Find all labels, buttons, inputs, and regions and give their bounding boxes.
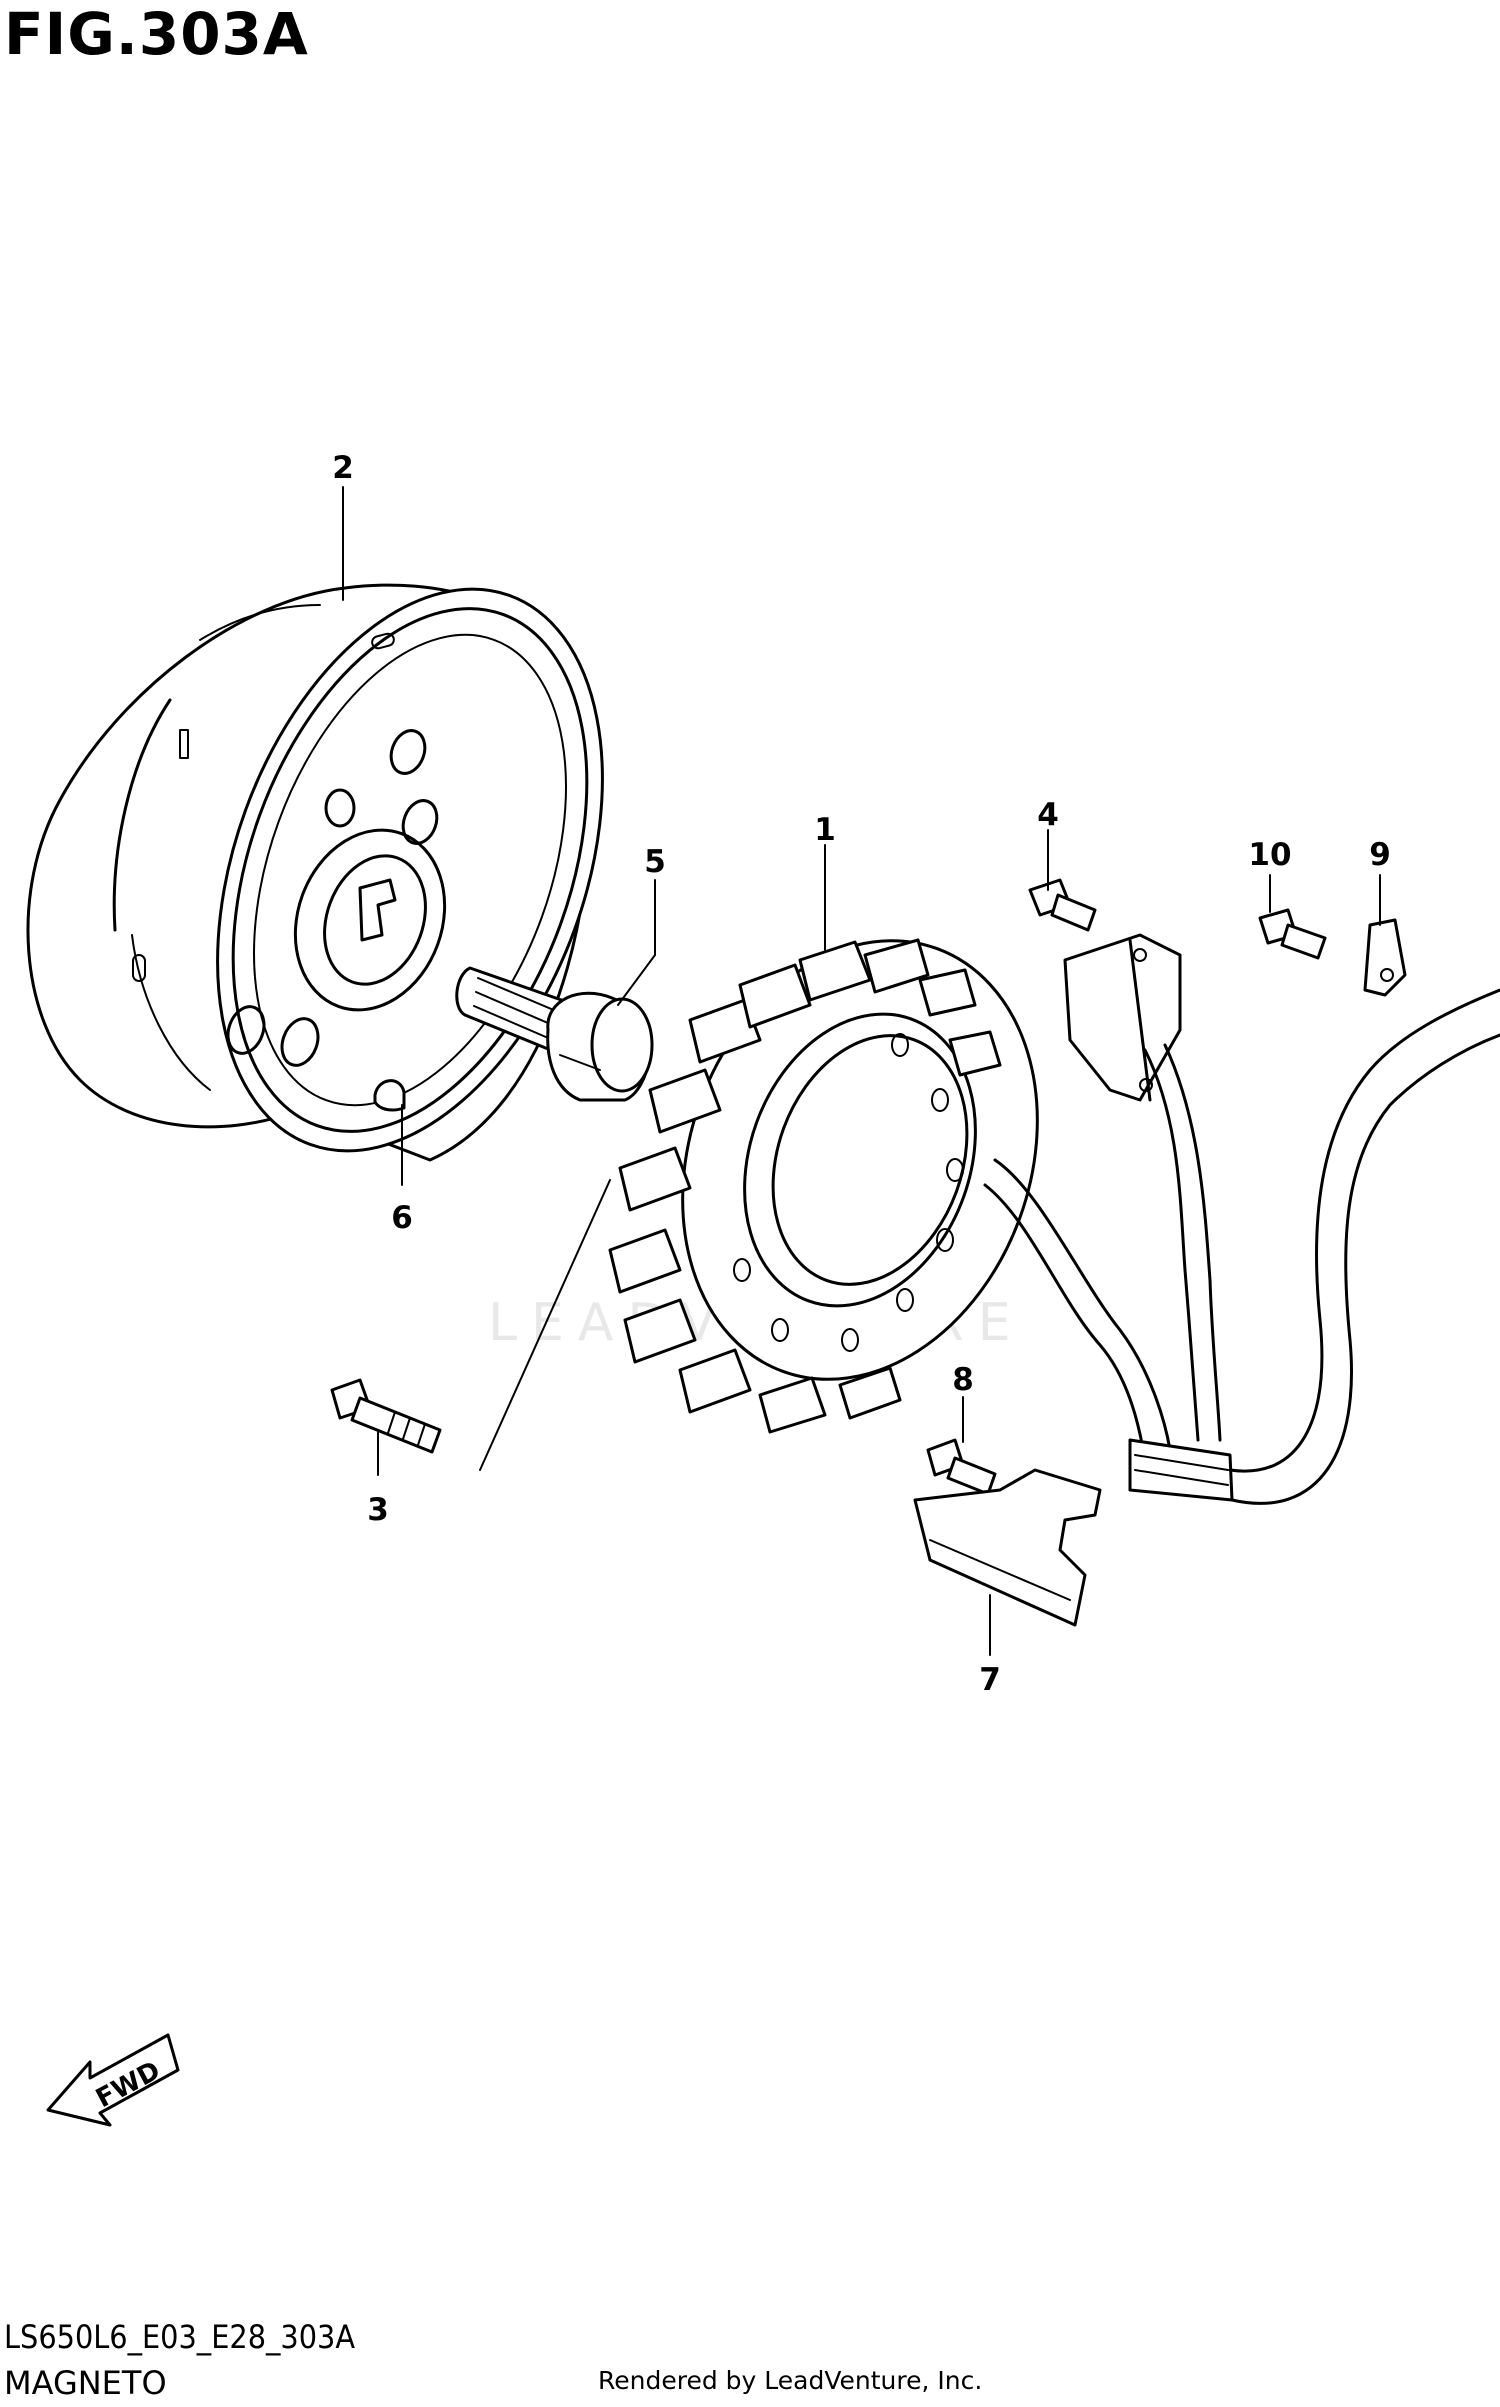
render-credit: Rendered by LeadVenture, Inc. — [598, 2366, 983, 2395]
stator-bolt[interactable] — [330, 1378, 442, 1454]
callout-1: 1 — [814, 812, 836, 848]
stator-assembly[interactable] — [608, 890, 1097, 1434]
rotor-flywheel[interactable] — [26, 536, 674, 1204]
clamp-bolt[interactable] — [1258, 908, 1327, 960]
cover-bolt[interactable] — [926, 1438, 997, 1496]
wire-clamp[interactable] — [1363, 918, 1407, 997]
callout-5: 5 — [644, 844, 666, 880]
leader-lines — [342, 486, 1381, 1656]
callout-10: 10 — [1248, 837, 1291, 873]
rotor-bolt[interactable] — [455, 966, 654, 1102]
wire-cover[interactable] — [913, 1468, 1102, 1627]
sensor-bolt[interactable] — [1028, 878, 1097, 932]
figure-title: FIG.303A — [4, 0, 309, 68]
callout-6: 6 — [391, 1200, 413, 1236]
wire-coupler[interactable] — [1128, 1438, 1234, 1502]
section-name: MAGNETO — [4, 2364, 167, 2402]
callout-4: 4 — [1037, 797, 1059, 833]
callout-3: 3 — [367, 1492, 389, 1528]
callout-8: 8 — [952, 1362, 974, 1398]
callout-7: 7 — [979, 1662, 1001, 1698]
key[interactable] — [373, 1079, 406, 1112]
callout-2: 2 — [332, 450, 354, 486]
diagram-code: LS650L6_E03_E28_303A — [4, 2318, 356, 2356]
callout-9: 9 — [1369, 837, 1391, 873]
pickup-sensor[interactable] — [1063, 933, 1222, 1442]
fwd-direction-arrow: FWD — [46, 2033, 180, 2127]
